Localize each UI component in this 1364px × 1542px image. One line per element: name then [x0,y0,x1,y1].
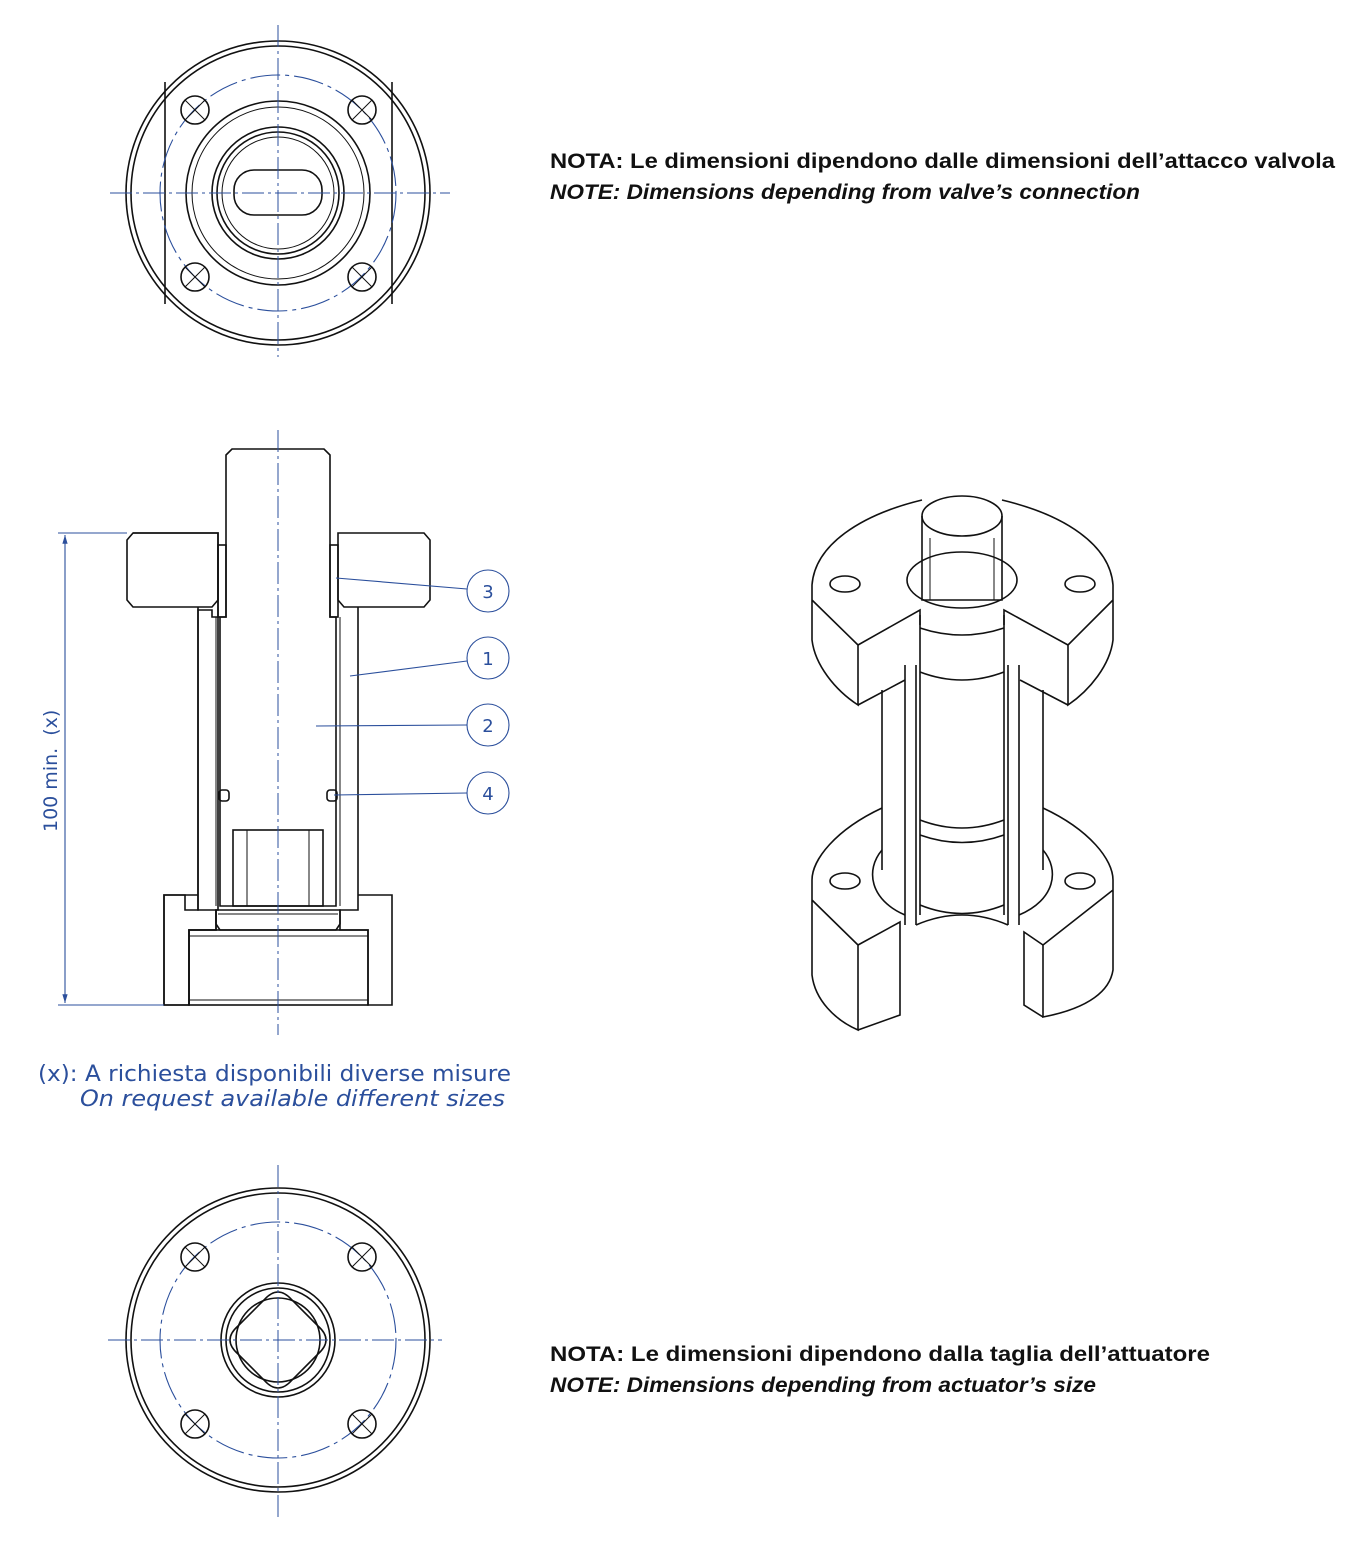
top-view [110,25,450,357]
bolt-hole-icon [180,95,377,292]
dimension-label: 100 min. (x) [40,710,62,832]
balloon-1: 1 [466,636,510,680]
balloon-4: 4 [466,771,510,815]
note-bottom-italian: NOTA: Le dimensioni dipendono dalla tagl… [550,1343,1210,1366]
svg-text:3: 3 [482,582,493,603]
balloon-3: 3 [466,569,510,613]
footnote-italian: (x): A richiesta disponibili diverse mis… [38,1062,511,1087]
svg-text:4: 4 [482,784,493,805]
footnote-english: On request available different sizes [80,1087,505,1112]
section-view [126,430,431,1035]
bolt-hole-icon [180,1242,377,1439]
svg-text:2: 2 [482,716,493,737]
svg-text:1: 1 [482,649,493,670]
isometric-view [811,495,1114,1032]
note-bottom-english: NOTE: Dimensions depending from actuator… [550,1374,1096,1397]
note-top-english: NOTE: Dimensions depending from valve’s … [550,181,1140,204]
part-balloons: 3 1 2 4 [315,569,510,815]
bottom-view [108,1165,442,1520]
dimension-height: 100 min. (x) [40,532,164,1006]
balloon-2: 2 [466,703,510,747]
note-top-italian: NOTA: Le dimensioni dipendono dalle dime… [550,150,1335,173]
